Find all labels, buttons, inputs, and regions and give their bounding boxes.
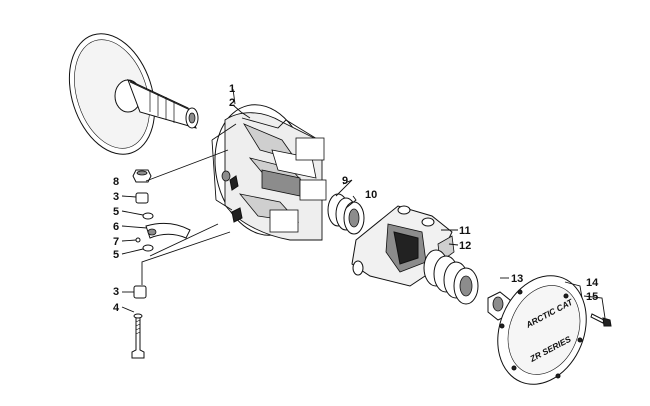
weight-arm-hardware — [131, 169, 191, 359]
callout-4: 4 — [113, 302, 120, 314]
callout-5-lower: 5 — [113, 249, 119, 261]
callout-12: 12 — [459, 240, 471, 252]
callout-13: 13 — [511, 273, 523, 285]
outer-spring — [423, 249, 479, 305]
callout-3-upper: 3 — [113, 191, 119, 203]
callout-8: 8 — [113, 176, 119, 188]
callout-14: 14 — [586, 277, 599, 289]
callout-1: 1 — [229, 83, 235, 95]
callout-labels: 1 2 3 3 4 5 5 6 7 8 9 10 11 12 13 14 15 — [113, 83, 599, 314]
movable-sheave-assembly — [211, 104, 327, 241]
callout-10: 10 — [365, 189, 377, 201]
callout-7: 7 — [113, 236, 119, 248]
fixed-sheave-with-shaft — [68, 33, 199, 155]
callout-9: 9 — [342, 175, 348, 187]
clutch-cover: ARCTIC CAT ZR SERIES — [497, 275, 587, 385]
leader-lines — [121, 88, 606, 319]
callout-2: 2 — [229, 97, 235, 109]
callout-5-upper: 5 — [113, 206, 119, 218]
callout-3-lower: 3 — [113, 286, 119, 298]
callout-15: 15 — [586, 291, 598, 303]
callout-6: 6 — [113, 221, 119, 233]
cover-screw — [590, 313, 612, 327]
callout-11: 11 — [459, 225, 471, 237]
inner-spring — [327, 193, 365, 235]
